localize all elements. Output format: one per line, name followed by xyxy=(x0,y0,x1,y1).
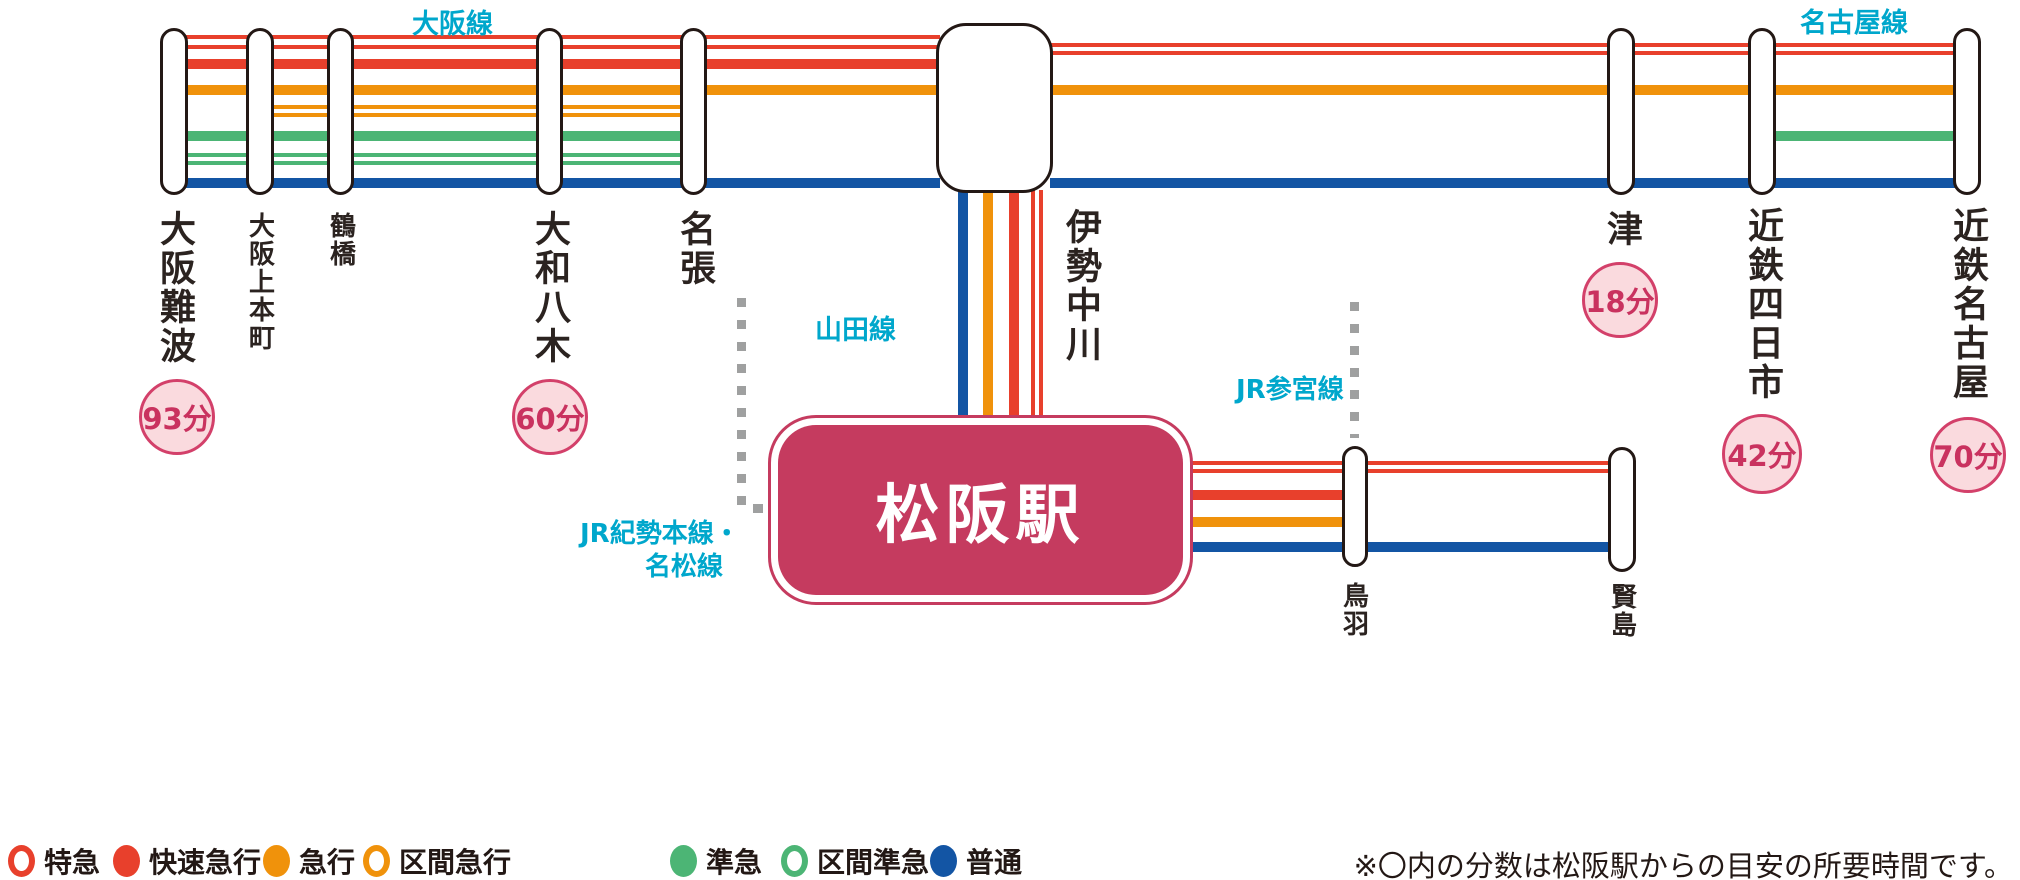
legend-item-suburban-express: 区間急行 xyxy=(363,841,511,880)
legend-label-limited-express: 特急 xyxy=(44,846,101,879)
express-line-nagoya xyxy=(1050,85,1967,95)
jr-meisho-line-label-line2: 名松線 xyxy=(644,552,723,582)
local-line-toba xyxy=(1190,542,1354,552)
matsusaka-station-box-inner: 松阪駅 xyxy=(778,425,1183,595)
legend-label-semi-express: 準急 xyxy=(706,846,763,879)
matsusaka-station-box: 松阪駅 xyxy=(768,415,1193,605)
station-label-osaka-uehommachi: 大阪上本町 xyxy=(244,212,275,352)
station-bar-toba xyxy=(1342,446,1368,567)
legend-label-express: 急行 xyxy=(299,846,356,879)
suburban-express-line-osaka xyxy=(260,105,694,117)
suburban-express-ring-icon xyxy=(363,845,390,877)
station-bar-kintetsu-yokkaichi xyxy=(1748,28,1776,195)
legend-label-rapid-express: 快速急行 xyxy=(149,846,262,879)
jr-kisei-meisho-line-label: JR紀勢本線・ 名松線 xyxy=(580,518,740,584)
station-label-yamato-yagi: 大和八木 xyxy=(529,210,570,366)
jr-sangu-dashed-line xyxy=(1350,302,1359,438)
limited-express-ring-icon xyxy=(8,845,35,877)
semi-express-line-osaka xyxy=(174,131,694,141)
time-badge-kintetsu-nagoya: 70分 xyxy=(1930,417,2006,493)
station-label-nabari: 名張 xyxy=(674,210,715,288)
semi-express-dot-icon xyxy=(670,845,697,877)
station-label-kintetsu-yokkaichi: 近鉄四日市 xyxy=(1742,207,1783,402)
jr-kisei-line-label-line1: JR紀勢本線・ xyxy=(580,519,740,549)
time-badge-tsu: 18分 xyxy=(1582,262,1658,338)
suburban-semi-express-line-osaka xyxy=(174,153,694,165)
local-line-yamada xyxy=(958,190,968,418)
station-label-kashikojima: 賢島 xyxy=(1606,583,1637,639)
local-line-nagoya xyxy=(1050,178,1967,188)
limited-express-line-toba xyxy=(1190,461,1354,473)
station-label-tsu: 津 xyxy=(1601,210,1642,249)
yamada-line-label: 山田線 xyxy=(815,315,896,346)
legend-label-suburban-semi-express: 区間準急 xyxy=(817,846,930,879)
jr-kisei-dashed-line xyxy=(737,298,746,513)
legend-item-local: 普通 xyxy=(930,841,1022,880)
station-label-ise-nakagawa: 伊勢中川 xyxy=(1060,208,1101,364)
station-bar-osaka-namba xyxy=(160,28,188,195)
legend-label-suburban-express: 区間急行 xyxy=(399,846,512,879)
station-label-tsuruhashi: 鶴橋 xyxy=(325,212,356,268)
rapid-express-dot-icon xyxy=(113,845,140,877)
legend-item-suburban-semi-express: 区間準急 xyxy=(781,841,929,880)
local-dot-icon xyxy=(930,845,957,877)
station-bar-kashikojima xyxy=(1608,447,1636,572)
semi-express-line-nagoya xyxy=(1762,131,1967,141)
station-label-kintetsu-nagoya: 近鉄名古屋 xyxy=(1947,207,1988,402)
station-bar-yamato-yagi xyxy=(536,28,563,195)
jr-kisei-dashed-corner xyxy=(753,504,763,513)
legend-item-rapid-express: 快速急行 xyxy=(113,841,261,880)
express-line-yamada xyxy=(983,190,993,418)
rapid-express-line-toba xyxy=(1190,490,1354,500)
legend-label-local: 普通 xyxy=(966,846,1023,879)
express-line-toba xyxy=(1190,517,1354,527)
time-badge-osaka-namba: 93分 xyxy=(139,379,215,455)
time-badge-yamato-yagi: 60分 xyxy=(512,379,588,455)
station-bar-nabari xyxy=(680,28,707,195)
station-bar-osaka-uehommachi xyxy=(246,28,274,195)
express-dot-icon xyxy=(263,845,290,877)
station-bar-tsu xyxy=(1607,28,1635,195)
local-line-kashikojima xyxy=(1354,542,1622,552)
limited-express-line-nagoya xyxy=(1050,43,1967,55)
legend-item-limited-express: 特急 xyxy=(8,841,100,880)
station-label-toba: 鳥羽 xyxy=(1338,582,1369,638)
footnote: ※〇内の分数は松阪駅からの目安の所要時間です。 xyxy=(1353,849,2013,880)
nagoya-line-label: 名古屋線 xyxy=(1800,8,1908,39)
station-bar-tsuruhashi xyxy=(327,28,354,195)
suburban-semi-express-ring-icon xyxy=(781,845,808,877)
legend-item-express: 急行 xyxy=(263,841,355,880)
legend-item-semi-express: 準急 xyxy=(670,841,762,880)
time-badge-kintetsu-yokkaichi: 42分 xyxy=(1722,414,1802,494)
limited-express-line-yamada xyxy=(1031,190,1043,418)
rapid-express-line-yamada xyxy=(1009,190,1019,418)
limited-express-line-kashikojima xyxy=(1354,461,1622,473)
jr-sangu-line-label: JR参宮線 xyxy=(1236,375,1344,405)
station-box-ise-nakagawa xyxy=(936,23,1053,193)
station-bar-kintetsu-nagoya xyxy=(1953,28,1981,195)
matsusaka-station-name: 松阪駅 xyxy=(875,479,1086,553)
station-label-osaka-namba: 大阪難波 xyxy=(154,210,195,366)
osaka-line-label: 大阪線 xyxy=(412,9,493,40)
